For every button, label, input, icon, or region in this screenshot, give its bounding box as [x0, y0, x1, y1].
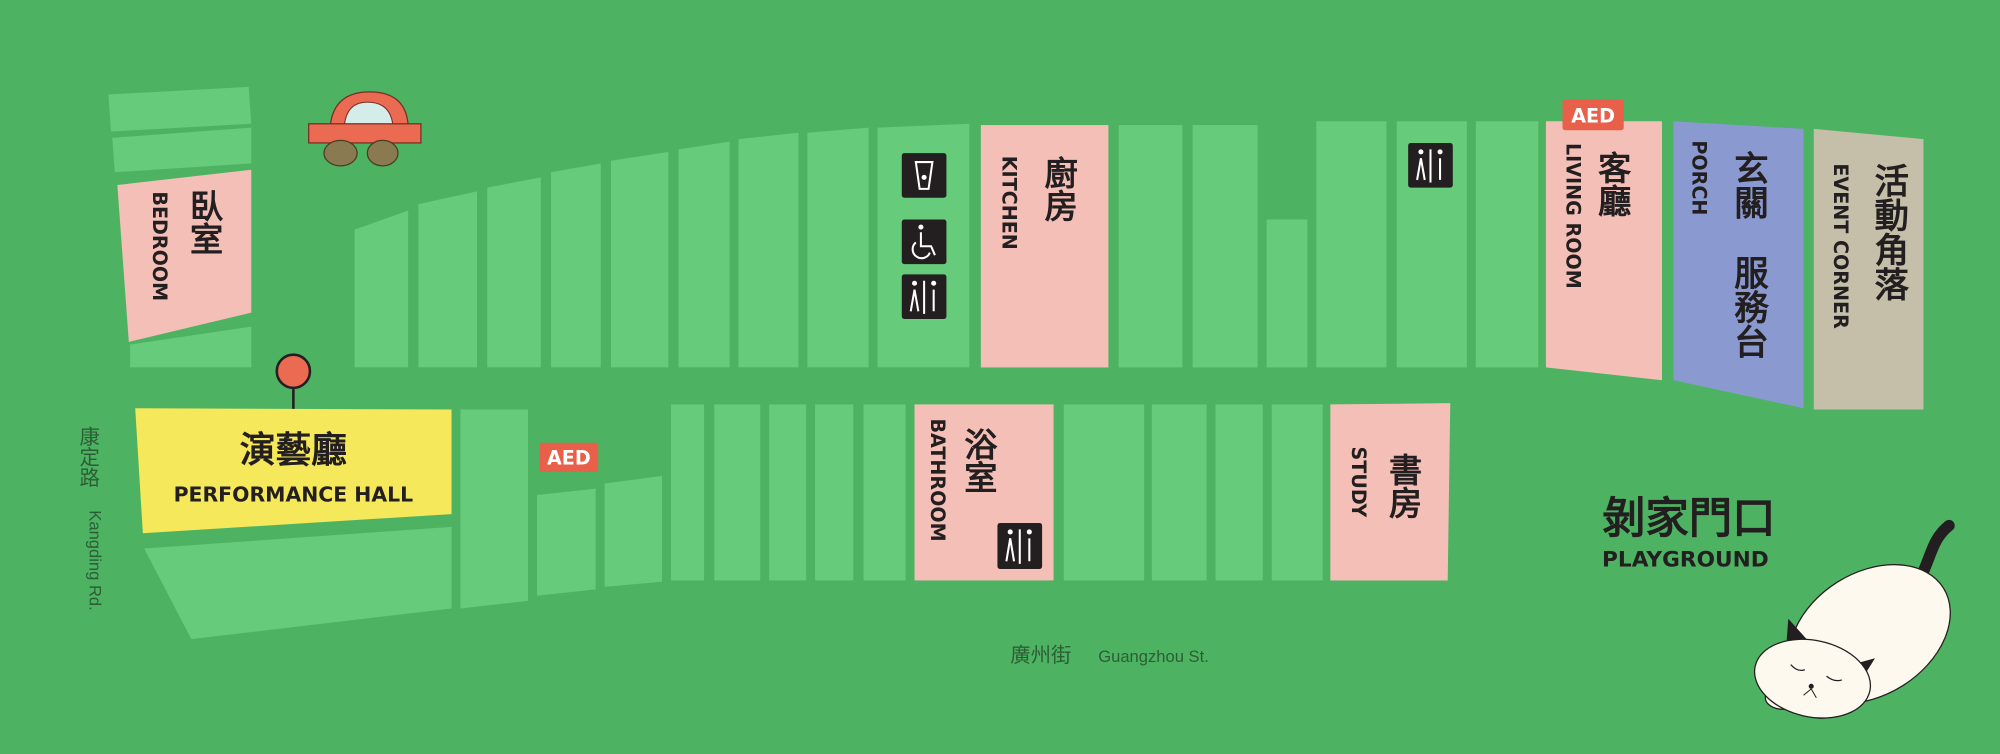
lot[interactable]	[1266, 219, 1308, 368]
room-event-corner[interactable]: 活動角落 EVENT CORNER	[1813, 128, 1924, 410]
street-guangzhou-en: Guangzhou St.	[1098, 647, 1209, 666]
living-room-label-zh: 客廳	[1593, 150, 1632, 218]
bathroom-label-zh: 浴室	[959, 427, 998, 493]
room-living-room[interactable]: 客廳 LIVING ROOM	[1545, 121, 1662, 381]
lot[interactable]	[551, 163, 601, 368]
bedroom-label-zh: 臥室	[185, 189, 224, 255]
room-kitchen[interactable]: 廚房 KITCHEN	[980, 125, 1109, 368]
lot[interactable]	[536, 488, 596, 596]
lot[interactable]	[1475, 121, 1539, 368]
aed-label: AED	[547, 446, 591, 469]
room-performance-hall[interactable]: 演藝廳 PERFORMANCE HALL	[135, 408, 452, 534]
event-corner-label-en: EVENT CORNER	[1829, 163, 1852, 329]
room-study[interactable]: 書房 STUDY	[1330, 403, 1451, 581]
kitchen-label-zh: 廚房	[1039, 155, 1078, 223]
porch-label-zh-2: 服務台	[1727, 255, 1768, 358]
lot[interactable]	[714, 404, 761, 581]
lot[interactable]	[144, 526, 452, 640]
lot[interactable]	[769, 404, 807, 581]
restroom-icon	[1408, 142, 1453, 188]
aed-badge: AED	[1562, 99, 1624, 131]
lot[interactable]	[1271, 404, 1323, 581]
street-kangding-zh: 康定路	[76, 426, 100, 487]
bedroom-label-en: BEDROOM	[148, 191, 171, 301]
room-bathroom[interactable]: 浴室 BATHROOM	[914, 404, 1054, 581]
lot[interactable]	[418, 191, 478, 368]
lot[interactable]	[354, 210, 409, 368]
room-bedroom[interactable]: 臥室 BEDROOM	[117, 169, 252, 342]
bathroom-label-en: BATHROOM	[926, 418, 949, 541]
car-icon	[308, 91, 422, 167]
lot[interactable]	[130, 326, 252, 368]
lot[interactable]	[807, 127, 869, 368]
performance-hall-label-zh: 演藝廳	[240, 430, 347, 471]
porch-label-zh-1: 玄關	[1727, 151, 1767, 220]
lot[interactable]	[1151, 404, 1207, 581]
lot[interactable]	[1215, 404, 1263, 581]
porch-label-en: PORCH	[1688, 140, 1711, 215]
area-playground[interactable]: 剝家門口 PLAYGROUND	[1602, 494, 1775, 572]
restroom-icon	[997, 523, 1043, 569]
playground-label-zh: 剝家門口	[1602, 494, 1775, 544]
street-guangzhou-zh: 廣州街	[1010, 644, 1071, 667]
lot[interactable]	[112, 127, 252, 173]
wheelchair-icon	[901, 219, 947, 265]
lot[interactable]	[460, 409, 529, 609]
lot[interactable]	[670, 404, 705, 581]
water-icon	[901, 153, 947, 198]
event-corner-label-zh: 活動角落	[1868, 163, 1909, 301]
lot[interactable]	[815, 404, 854, 581]
lot[interactable]	[1118, 125, 1183, 368]
lot[interactable]	[604, 475, 662, 587]
street-kangding-en: Kangding Rd.	[85, 510, 104, 610]
study-label-en: STUDY	[1347, 447, 1370, 519]
room-porch[interactable]: 玄關 服務台 PORCH	[0, 0, 1804, 409]
performance-hall-label-en: PERFORMANCE HALL	[174, 482, 414, 506]
living-room-label-en: LIVING ROOM	[1561, 143, 1584, 289]
kitchen-label-en: KITCHEN	[998, 156, 1021, 250]
lot[interactable]	[1316, 121, 1387, 368]
lot[interactable]	[108, 86, 252, 132]
restroom-icon	[901, 274, 947, 319]
aed-badge: AED	[539, 442, 599, 473]
lot[interactable]	[1063, 404, 1145, 581]
lot[interactable]	[610, 151, 669, 368]
lot[interactable]	[678, 141, 730, 368]
cat-illustration	[1753, 519, 1955, 719]
aed-label: AED	[1571, 105, 1615, 128]
lot[interactable]	[487, 177, 541, 368]
location-pin-icon	[275, 353, 312, 414]
lot[interactable]	[1192, 125, 1258, 368]
playground-label-en: PLAYGROUND	[1602, 547, 1769, 572]
lot[interactable]	[738, 132, 799, 368]
lot[interactable]	[863, 404, 906, 581]
study-label-zh: 書房	[1384, 453, 1423, 520]
